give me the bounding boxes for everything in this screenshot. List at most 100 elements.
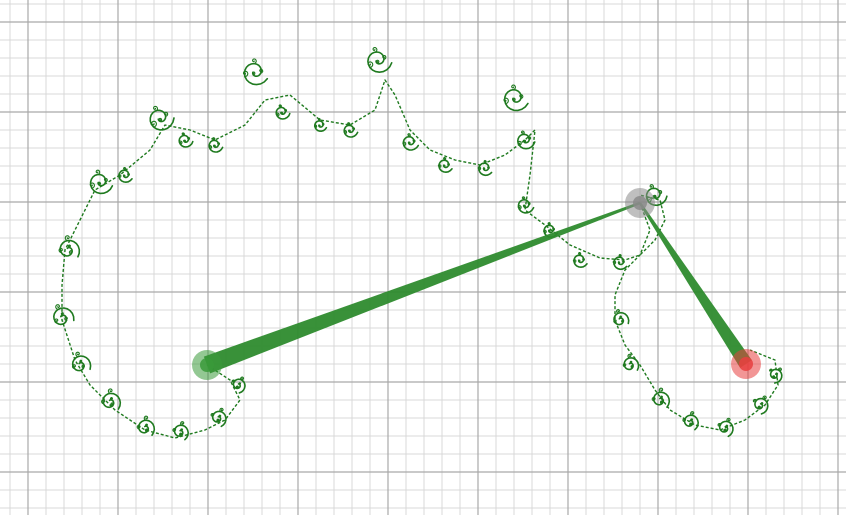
fractal-curl xyxy=(102,392,122,410)
fractal-curl xyxy=(52,307,75,326)
fractal-curl xyxy=(178,134,194,148)
fractal-subcurl xyxy=(521,196,526,201)
end-handle-core[interactable] xyxy=(739,357,753,371)
fractal-subcurl xyxy=(151,120,157,128)
fractal-subcurl xyxy=(372,47,378,53)
fractal-subcurl xyxy=(216,418,220,422)
fractal-spine-right xyxy=(614,202,779,431)
fractal-subcurl xyxy=(682,418,687,422)
fractal-curl xyxy=(573,254,588,269)
fractal-subcurl xyxy=(437,164,442,169)
fractal-subcurl xyxy=(242,70,249,78)
fractal-subcurl xyxy=(622,260,625,264)
fractal-subcurl xyxy=(219,407,224,412)
segment-pivot-to-end xyxy=(638,202,752,368)
fractal-subcurl xyxy=(659,400,664,405)
fractal-subcurl xyxy=(483,159,487,164)
fractal-subcurl xyxy=(520,130,525,136)
fractal-subcurl xyxy=(690,418,694,422)
fractal-curl xyxy=(89,173,114,195)
fractal-subcurl xyxy=(75,351,80,358)
fractal-subcurl xyxy=(235,385,239,389)
fractal-subcurl xyxy=(582,257,585,262)
fractal-subcurl xyxy=(512,97,516,102)
control-handles[interactable] xyxy=(192,188,761,380)
fractal-curl xyxy=(232,378,246,394)
fractal-curl xyxy=(402,135,420,151)
segment-start-to-pivot xyxy=(203,201,641,374)
fractal-subcurl xyxy=(367,61,374,68)
fractal-subcurl xyxy=(122,167,127,171)
fractal-subcurl xyxy=(213,144,216,148)
fractal-subcurl xyxy=(107,388,113,394)
start-handle-core[interactable] xyxy=(200,358,214,372)
fractal-subcurl xyxy=(180,428,184,432)
fractal-subcurl xyxy=(145,423,148,427)
fractal-subcurl xyxy=(179,432,183,436)
fractal-subcurl xyxy=(238,382,242,385)
fractal-subcurl xyxy=(64,235,70,242)
fractal-subcurl xyxy=(653,194,657,199)
fractal-subcurl xyxy=(313,124,318,129)
fractal-subcurl xyxy=(375,59,380,64)
fractal-subcurl xyxy=(136,424,141,430)
fractal-subcurl xyxy=(482,167,486,171)
fractal-subcurl xyxy=(89,182,95,189)
fractal-subcurl xyxy=(163,111,169,117)
fractal-curl xyxy=(243,62,269,86)
fractal-subcurl xyxy=(757,405,761,409)
fractal-curl xyxy=(718,420,734,438)
fractal-curl xyxy=(683,414,700,431)
fractal-subcurl xyxy=(629,360,633,364)
fractal-subcurl xyxy=(64,316,68,322)
fractal-subcurl xyxy=(117,174,122,179)
fractal-subcurl xyxy=(60,312,64,316)
fractal-subcurl xyxy=(144,428,149,433)
fractal-curl xyxy=(516,133,536,150)
fractal-curl xyxy=(137,419,156,436)
fractal-subcurl xyxy=(578,259,581,263)
fractal-subcurl xyxy=(208,145,213,150)
fractal-subcurl xyxy=(382,54,387,60)
fractal-subcurl xyxy=(658,190,663,195)
fractal-subcurl xyxy=(717,422,722,427)
fractal-subcurl xyxy=(612,260,617,265)
fractal-curl xyxy=(769,368,783,384)
fractal-subcurl xyxy=(321,122,325,126)
fractal-subcurl xyxy=(477,166,482,171)
fractal-subcurl xyxy=(447,162,450,167)
fractal-subcurl xyxy=(523,139,527,143)
fractal-subcurl xyxy=(621,319,625,324)
fractal-subcurl xyxy=(547,222,551,226)
fractal-subcurl xyxy=(67,244,71,249)
fractal-curl xyxy=(173,424,190,441)
fractal-curl xyxy=(478,162,493,177)
fractal-subcurl xyxy=(690,411,695,416)
fractal-subcurl xyxy=(725,424,729,428)
pivot-handle-core[interactable] xyxy=(633,196,647,210)
fractal-subcurl xyxy=(726,417,731,422)
fractal-subcurl xyxy=(487,166,490,170)
fractal-subcurl xyxy=(517,205,522,210)
fractal-subcurl xyxy=(660,395,663,399)
fractal-subcurl xyxy=(527,136,532,141)
fractal-subcurl xyxy=(153,105,159,112)
fractal-subcurl xyxy=(181,132,185,137)
fractal-subcurl xyxy=(275,112,280,117)
fractal-subcurl xyxy=(183,139,187,143)
fractal-subcurl xyxy=(280,111,284,115)
fractal-curl xyxy=(118,169,133,184)
fractal-subcurl xyxy=(110,402,114,407)
fractal-subcurl xyxy=(760,402,764,405)
fractal-curl xyxy=(754,397,769,415)
fractal-curl xyxy=(208,139,224,153)
fractal-subcurl xyxy=(519,94,524,100)
fractal-subcurl xyxy=(54,318,59,324)
fractal-subcurl xyxy=(172,428,177,432)
fractal-subcurl xyxy=(407,133,411,138)
fractal-subcurl xyxy=(231,379,236,383)
fractal-subcurl xyxy=(658,387,664,393)
fractal-subcurl xyxy=(689,422,693,426)
